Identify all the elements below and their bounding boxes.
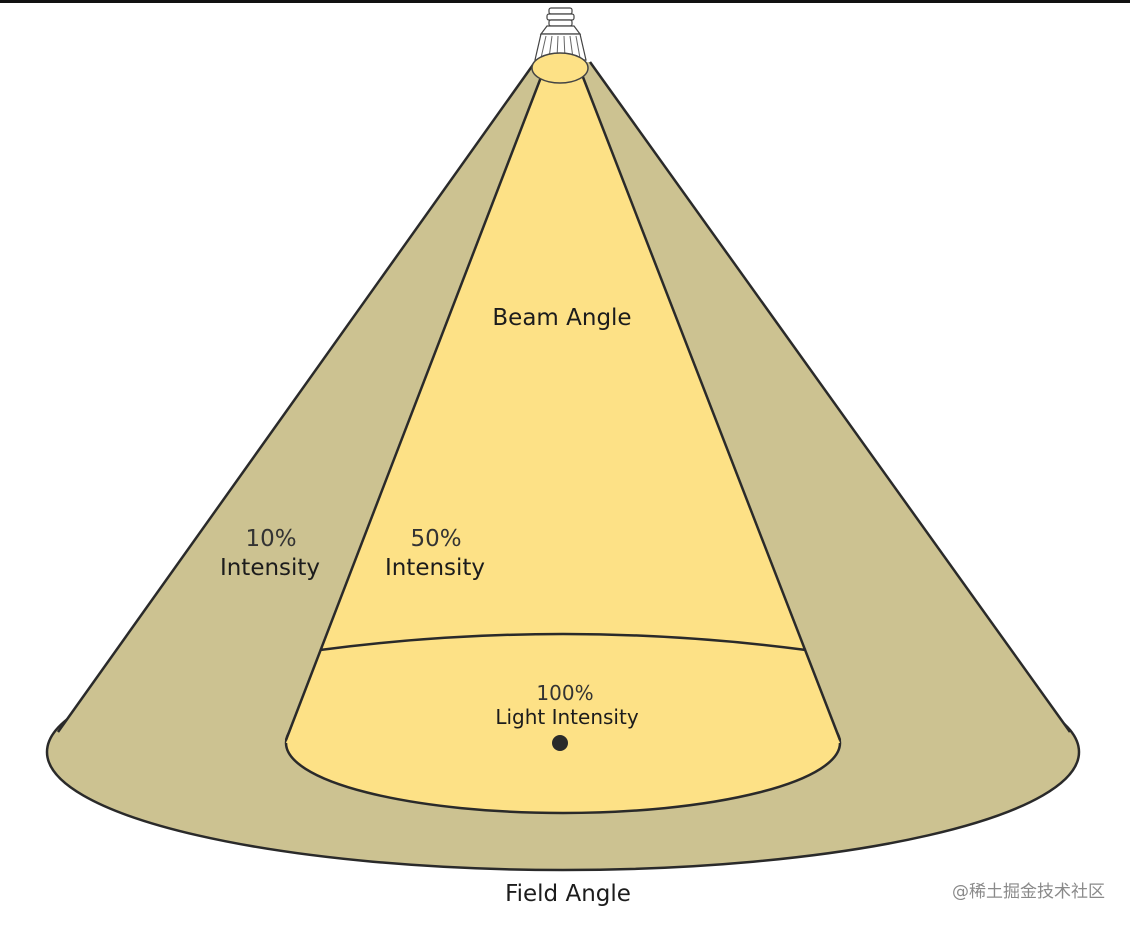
- inner-cone-percent: 50%: [410, 526, 461, 552]
- outer-cone-percent: 10%: [245, 526, 296, 552]
- beam-cone-left-edge: [284, 71, 545, 741]
- bulb-lens: [531, 52, 589, 84]
- center-intensity-label: Light Intensity: [495, 705, 638, 729]
- top-border: [0, 0, 1130, 3]
- field-cone-left-edge: [56, 61, 537, 733]
- beam-cone: [286, 72, 840, 743]
- field-cone-right-edge: [588, 61, 1072, 733]
- center-point: [552, 735, 568, 751]
- field-angle-label: Field Angle: [505, 881, 631, 907]
- field-ellipse-back-arc: [319, 632, 807, 652]
- center-percent: 100%: [536, 681, 593, 705]
- outer-cone-intensity-label: Intensity: [220, 555, 320, 581]
- inner-cone-intensity-label: Intensity: [385, 555, 485, 581]
- light-bulb-icon: [531, 7, 589, 84]
- beam-cone-right-edge: [579, 71, 842, 741]
- beam-angle-label: Beam Angle: [492, 305, 631, 331]
- watermark: @稀土掘金技术社区: [952, 882, 1105, 902]
